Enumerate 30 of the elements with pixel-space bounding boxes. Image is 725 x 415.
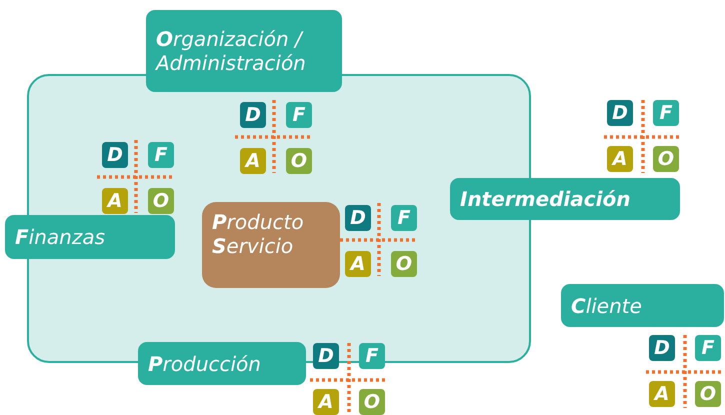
a-letter-tile: A [313,389,339,415]
f-letter-tile: F [359,343,385,369]
d-letter-tile: D [345,205,371,231]
label-box: Finanzas [5,215,175,259]
o-letter-tile: O [695,381,721,407]
f-letter-tile: F [391,205,417,231]
d-letter-tile: D [102,142,128,168]
f-letter-tile: F [695,335,721,361]
d-letter-tile: D [649,335,675,361]
a-letter-tile: A [345,251,371,277]
o-letter-tile: O [359,389,385,415]
a-letter-tile: A [607,146,633,172]
o-letter-tile: O [653,146,679,172]
f-letter-tile: F [286,102,312,128]
o-letter-tile: O [391,251,417,277]
label-box: Organización / Administración [146,10,342,92]
d-letter-tile: D [607,100,633,126]
a-letter-tile: A [102,188,128,214]
label-box: Cliente [561,284,724,327]
f-letter-tile: F [148,142,174,168]
a-letter-tile: A [649,381,675,407]
d-letter-tile: D [313,343,339,369]
o-letter-tile: O [148,188,174,214]
label-box: Producción [138,342,306,385]
label-box: Intermediación [450,178,680,220]
d-letter-tile: D [240,102,266,128]
f-letter-tile: F [653,100,679,126]
a-letter-tile: A [240,148,266,174]
product-box: Producto Servicio [202,202,340,288]
o-letter-tile: O [286,148,312,174]
